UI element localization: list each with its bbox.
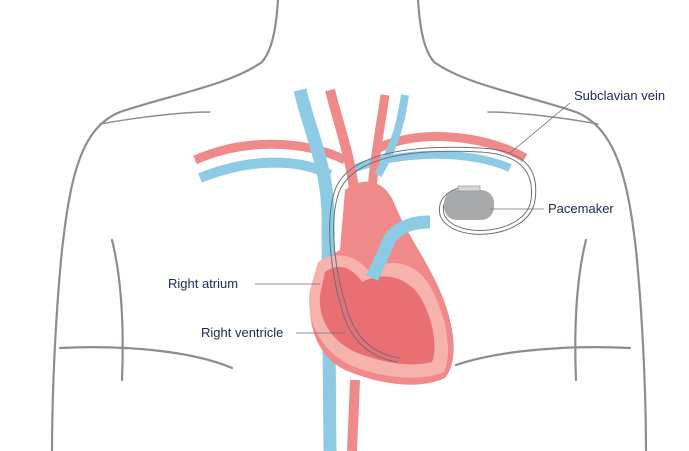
label-right-atrium: Right atrium [168, 276, 239, 291]
artery-arch-left [193, 139, 347, 165]
pulmonary-vein [366, 215, 431, 281]
leader-lines [255, 102, 571, 334]
pacemaker-lead [329, 146, 537, 363]
heart [309, 181, 454, 385]
descending-aorta [347, 379, 360, 451]
label-right-ventricle: Right ventricle [201, 325, 284, 340]
label-pacemaker: Pacemaker [548, 201, 614, 216]
jugular-right [374, 94, 409, 177]
carotid-right [367, 94, 390, 191]
superior-vena-cava [293, 88, 337, 451]
carotid-left [325, 88, 360, 201]
artery-arch-right [372, 132, 528, 162]
label-subclavian-vein: Subclavian vein [574, 88, 666, 103]
vein-left [198, 157, 333, 183]
body-outline [50, 0, 648, 451]
pacemaker-device [444, 185, 494, 220]
